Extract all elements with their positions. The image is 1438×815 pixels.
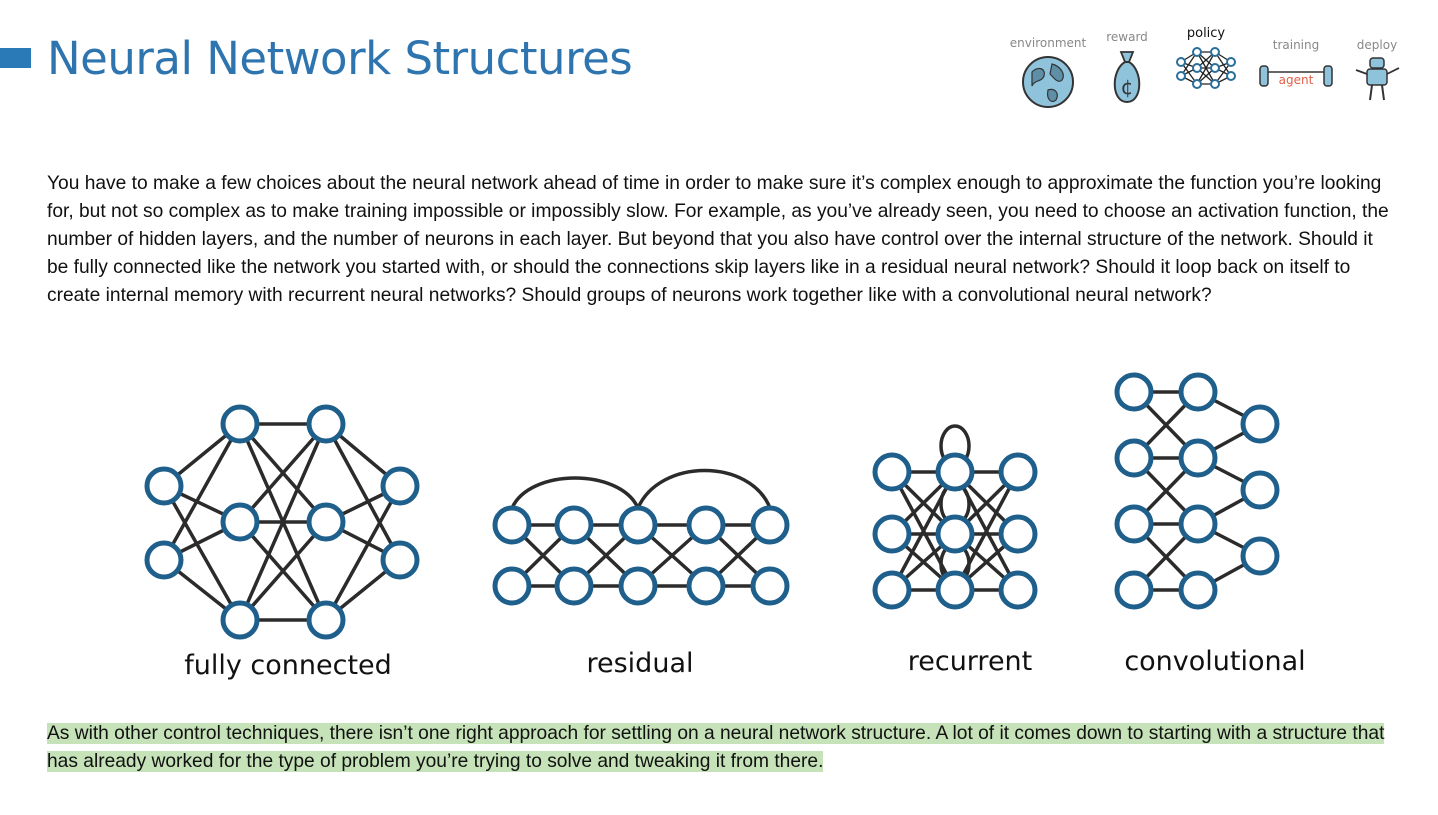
robot-icon: [1355, 57, 1400, 101]
label-recurrent: recurrent: [907, 646, 1033, 677]
neuron-convolutional: [1240, 404, 1280, 444]
stage-label-environment: environment: [1009, 36, 1087, 50]
label-fully-connected: fully connected: [184, 650, 392, 681]
neuron-convolutional: [1178, 372, 1218, 412]
neuron-convolutional: [1240, 536, 1280, 576]
connection: [953, 470, 1020, 592]
neuron-convolutional: [1114, 372, 1154, 412]
neuron-convolutional: [1114, 438, 1154, 478]
stage-label-training: training: [1272, 38, 1320, 52]
stage-deploy: deploy: [1349, 38, 1405, 102]
network-structures-diagram: fully connected residual recurrent convo…: [140, 368, 1310, 698]
neuron-fully-connected: [144, 466, 184, 506]
agent-text: agent: [1279, 73, 1314, 87]
neuron-convolutional: [1240, 470, 1280, 510]
neuron-recurrent: [998, 452, 1038, 492]
neuron-convolutional: [1178, 438, 1218, 478]
workflow-stages: environment reward ¢ policy: [1005, 22, 1415, 122]
neuron-fully-connected: [144, 540, 184, 580]
stage-training: training agent: [1255, 38, 1337, 92]
stage-policy: policy: [1173, 26, 1239, 92]
neuron-residual: [618, 566, 658, 606]
neuron-fully-connected: [380, 466, 420, 506]
neuron-recurrent: [872, 514, 912, 554]
neuron-fully-connected: [306, 600, 346, 640]
skip-connection: [510, 476, 640, 509]
neuron-fully-connected: [220, 404, 260, 444]
neuron-fully-connected: [306, 502, 346, 542]
neuron-residual: [554, 505, 594, 545]
neuron-residual: [618, 505, 658, 545]
neuron-fully-connected: [220, 502, 260, 542]
neuron-recurrent: [998, 514, 1038, 554]
stage-reward: reward ¢: [1097, 30, 1157, 106]
globe-icon: [1022, 56, 1074, 108]
neuron-residual: [554, 566, 594, 606]
neuron-residual: [492, 505, 532, 545]
neuron-residual: [686, 566, 726, 606]
label-residual: residual: [586, 648, 694, 679]
neuron-residual: [686, 505, 726, 545]
neuron-fully-connected: [220, 600, 260, 640]
stage-label-reward: reward: [1106, 30, 1148, 44]
neuron-residual: [750, 505, 790, 545]
label-convolutional: convolutional: [1124, 646, 1306, 677]
neural-network-icon: [1176, 47, 1236, 89]
money-bag-icon: ¢: [1113, 51, 1141, 104]
neuron-recurrent: [872, 570, 912, 610]
neuron-recurrent: [998, 570, 1038, 610]
connection: [324, 422, 402, 562]
neuron-convolutional: [1114, 570, 1154, 610]
neuron-recurrent: [935, 570, 975, 610]
connection: [324, 484, 402, 622]
barbell-icon: agent: [1259, 65, 1333, 87]
intro-paragraph: You have to make a few choices about the…: [47, 173, 1389, 306]
connection: [162, 484, 242, 622]
neuron-convolutional: [1114, 504, 1154, 544]
conclusion-paragraph: As with other control techniques, there …: [47, 720, 1397, 776]
connection: [238, 520, 328, 622]
connection: [238, 422, 328, 524]
network-diagrams-svg: [144, 372, 1280, 640]
neuron-residual: [492, 566, 532, 606]
stage-label-policy: policy: [1186, 26, 1226, 41]
title-accent-bar: [0, 48, 31, 68]
skip-connection: [636, 468, 772, 509]
neuron-recurrent: [872, 452, 912, 492]
stage-environment: environment: [1005, 36, 1091, 110]
neuron-fully-connected: [306, 404, 346, 444]
neuron-convolutional: [1178, 504, 1218, 544]
connection: [162, 422, 242, 562]
neurons: [144, 372, 1280, 640]
neuron-residual: [750, 566, 790, 606]
neuron-fully-connected: [380, 540, 420, 580]
neuron-recurrent: [935, 452, 975, 492]
stage-label-deploy: deploy: [1356, 38, 1398, 52]
connection: [238, 422, 328, 622]
page-title: Neural Network Structures: [47, 32, 633, 85]
highlighted-text: As with other control techniques, there …: [47, 723, 1385, 772]
svg-text:¢: ¢: [1121, 75, 1134, 99]
neuron-convolutional: [1178, 570, 1218, 610]
neuron-recurrent: [935, 514, 975, 554]
